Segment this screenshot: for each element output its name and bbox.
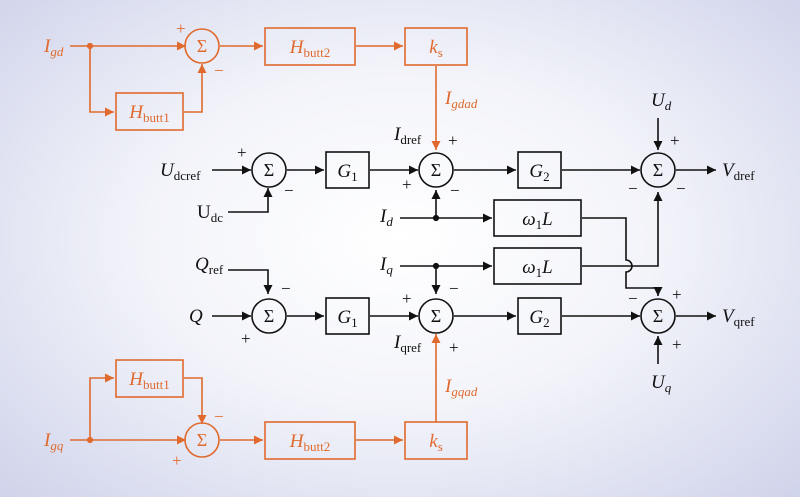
junction-dots [86,42,440,444]
minus-sign: − [450,181,460,200]
uq-label: Uq [651,372,672,395]
sum-junction-vq-output: Σ [640,298,676,334]
igq-label: Igq [43,430,64,453]
sum-junction-dc-voltage: Σ [251,152,287,188]
sum-junction-reactive-power: Σ [251,298,287,334]
junction-dot [86,436,94,444]
ks-block-d: ks [404,27,468,66]
omega1l-block-iq: ω1L [493,247,582,285]
plus-sign: + [241,329,251,348]
svg-text:Hbutt1: Hbutt1 [128,369,169,392]
sum-junction-vd-output: Σ [640,152,676,188]
hbutt1-block-d: Hbutt1 [115,92,184,131]
hbutt2-block-d: Hbutt2 [264,27,356,66]
q-axis-lines [212,192,716,364]
d-axis-lines [212,118,716,296]
svg-text:Σ: Σ [653,160,663,180]
svg-text:G1: G1 [337,307,357,330]
q-label: Q [189,306,203,327]
minus-sign: − [214,61,224,80]
junction-dot [86,42,94,50]
sum-junction-igq: Σ [184,422,220,458]
plus-sign: + [172,451,182,470]
hbutt1-block-q: Hbutt1 [115,359,184,398]
signal-labels: Igd Igq Igdad Igqad Udcref Udc Qref Q Id… [43,36,755,453]
svg-text:Σ: Σ [197,430,207,450]
minus-sign: − [628,289,638,308]
svg-text:ω1L: ω1L [522,209,553,232]
svg-text:Σ: Σ [197,36,207,56]
svg-text:Σ: Σ [264,160,274,180]
id-label: Id [379,206,393,229]
qref-line [228,269,273,294]
iqref-label: Iqref [393,332,422,355]
g2-block-q: G2 [517,297,562,335]
junction-dot [432,262,440,270]
svg-text:Hbutt1: Hbutt1 [128,102,169,125]
igd-feedforward-path [70,41,441,150]
ks-block-q: ks [404,421,468,460]
plus-sign: + [672,285,682,304]
minus-sign: − [676,179,686,198]
g1-block-q: G1 [325,297,370,335]
omega1l-block-id: ω1L [493,199,582,237]
udc-label: Udc [197,202,223,225]
igd-to-hbutt1-line [89,46,114,117]
hbutt1-to-sum-line-q [184,377,207,424]
vdref-label: Vdref [722,160,755,183]
plus-sign: + [672,335,682,354]
vqref-label: Vqref [722,306,755,329]
igqad-label: Igqad [444,376,478,399]
plus-sign: + [176,19,186,38]
sum-junction-d-current: Σ [418,152,454,188]
idref-label: Idref [393,124,422,147]
igq-to-hbutt1-line [89,373,114,440]
ud-label: Ud [651,90,672,113]
minus-sign: − [628,179,638,198]
svg-text:Σ: Σ [653,306,663,326]
hbutt1-to-sum-line [184,64,207,113]
minus-sign: − [284,181,294,200]
minus-sign: − [449,279,459,298]
id-coupling-to-vq-sum-line [582,217,663,296]
iq-coupling-to-vd-sum-line [582,192,663,267]
g2-block-d: G2 [517,151,562,189]
igq-feedforward-path [70,334,441,445]
plus-sign: + [402,175,412,194]
svg-text:G1: G1 [337,161,357,184]
plus-sign: + [670,131,680,150]
svg-text:G2: G2 [529,307,549,330]
svg-text:G2: G2 [529,161,549,184]
minus-sign: − [281,279,291,298]
hbutt2-block-q: Hbutt2 [264,421,356,460]
plus-sign: + [449,338,459,357]
iq-label: Iq [379,254,393,277]
udcref-label: Udcref [160,160,201,183]
svg-text:Σ: Σ [431,160,441,180]
svg-text:Hbutt2: Hbutt2 [289,431,330,454]
sum-junction-igd: Σ [184,28,220,64]
plus-sign: + [448,131,458,150]
sign-labels: + − − + + − − + + + − + − + + − − − + + [172,19,686,470]
minus-sign: − [214,407,224,426]
junction-dot [432,214,440,222]
igd-label: Igd [43,36,64,59]
svg-text:ω1L: ω1L [522,257,553,280]
svg-text:ks: ks [429,431,443,454]
svg-text:Σ: Σ [431,306,441,326]
g1-block-d: G1 [325,151,370,189]
qref-label: Qref [195,254,224,277]
igdad-label: Igdad [444,88,478,111]
plus-sign: + [402,289,412,308]
sum-junction-q-current: Σ [418,298,454,334]
udc-line [228,188,273,213]
svg-text:Hbutt2: Hbutt2 [289,37,330,60]
svg-text:Σ: Σ [264,306,274,326]
plus-sign: + [237,143,247,162]
svg-text:ks: ks [429,37,443,60]
